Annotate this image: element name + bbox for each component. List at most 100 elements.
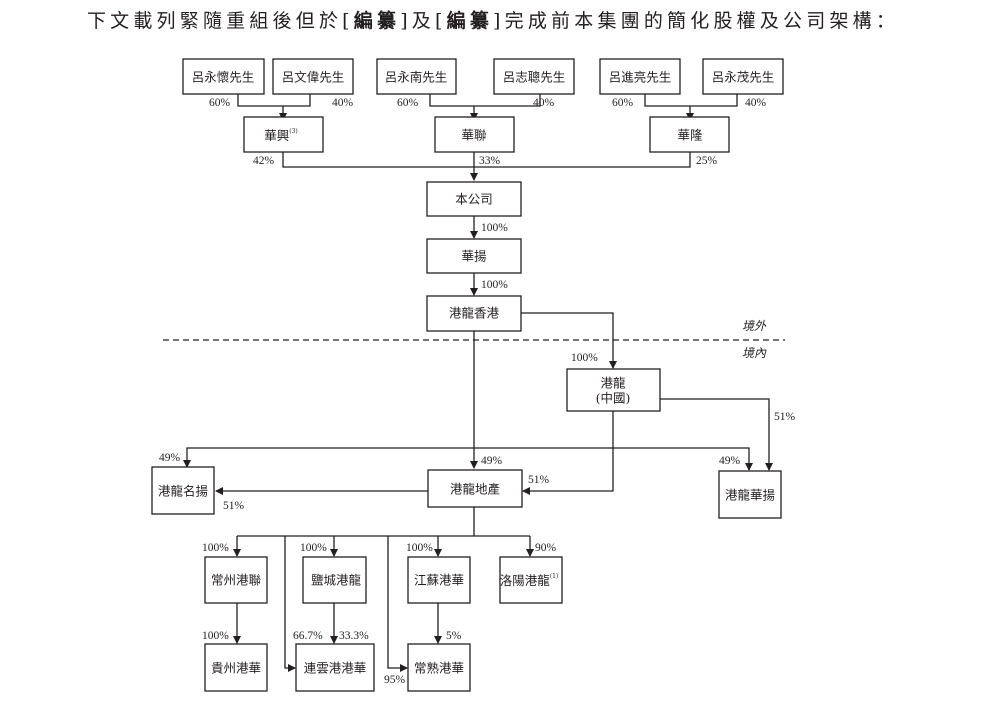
line-holdings-to-company [282, 152, 691, 180]
entity-label-line1: 港龍 [600, 376, 626, 391]
entity-label: 呂進亮先生 [609, 70, 672, 85]
zone-onshore-label: 境內 [742, 346, 767, 360]
heading-middle: ]及[ [400, 10, 447, 32]
entity-label: 呂永茂先生 [712, 70, 775, 85]
pct-dichan-changshu: 95% [384, 674, 406, 686]
entity-label: 呂志聰先生 [503, 70, 566, 85]
pct-hk-huayangjv: 49% [719, 455, 741, 467]
pct-company-huayang: 100% [481, 222, 508, 234]
line-yonghuai-wenwei-to-huaxing [237, 94, 311, 120]
pct-yongnan-hualian: 60% [397, 97, 419, 109]
entity-label: 本公司 [455, 192, 493, 207]
entity-label: 港龍地產 [450, 482, 500, 497]
pct-changzhou-guizhou: 100% [202, 630, 229, 642]
entity-company: 本公司 [426, 181, 522, 217]
entity-lv-yongnan: 呂永南先生 [376, 58, 457, 95]
entity-label: 洛陽港龍(1) [500, 573, 559, 588]
pct-dichan-mingyang: 51% [223, 500, 245, 512]
entity-label: 港龍名揚 [158, 484, 209, 499]
entity-ganglong-huayang: 港龍華揚 [718, 470, 782, 519]
pct-dichan-lianyungang: 66.7% [293, 630, 323, 642]
heading-redacted-1: 編纂 [353, 10, 401, 32]
heading-redacted-2: 編纂 [446, 10, 494, 32]
pct-huayang-hk: 100% [481, 279, 508, 291]
entity-label: 連雲港港華 [304, 661, 367, 676]
pct-yancheng-lianyungang: 33.3% [339, 630, 369, 642]
entity-label: 常熟港華 [414, 661, 464, 676]
entity-huaxing: 華興(3) [243, 116, 324, 153]
entity-label: 港龍香港 [449, 306, 500, 321]
entity-guizhou: 貴州港華 [204, 643, 268, 692]
entity-label-line2: (中國) [596, 391, 631, 406]
entity-label: 呂永懷先生 [192, 70, 255, 85]
entity-hualian: 華聯 [434, 116, 515, 153]
entity-label: 呂永南先生 [385, 70, 448, 85]
entity-label: 華聯 [461, 128, 487, 143]
entity-label: 常州港聯 [211, 573, 262, 588]
entity-name: 洛陽港龍 [500, 573, 551, 588]
entity-hualong: 華隆 [649, 116, 730, 153]
pct-jiangsu-changshu: 5% [446, 630, 462, 642]
entity-lv-zhicong: 呂志聰先生 [493, 58, 575, 95]
entity-lv-yonghuai: 呂永懷先生 [182, 58, 265, 95]
pct-cn-dichan: 51% [528, 474, 550, 486]
entity-ganglong-cn: 港龍 (中國) [566, 368, 661, 412]
line-hk-to-mingyang [183, 447, 474, 468]
pct-dichan-yancheng: 100% [300, 542, 327, 554]
entity-label: 貴州港華 [211, 661, 261, 676]
heading-prefix: 下文載列緊隨重組後但於[ [86, 10, 354, 32]
line-yongnan-zhicong-to-hualian [429, 94, 541, 120]
connectors [183, 94, 773, 672]
pct-yonghuai-huaxing: 60% [209, 97, 231, 109]
pct-wenwei-huaxing: 40% [332, 97, 354, 109]
entity-luoyang: 洛陽港龍(1) [499, 556, 563, 604]
pct-hk-dichan: 49% [481, 455, 503, 467]
line-dichan-to-lianyungang [284, 536, 296, 672]
entity-label: 華興(3) [264, 128, 298, 143]
footnote-marker: (3) [289, 128, 298, 135]
heading-suffix: ]完成前本集團的簡化股權及公司架構： [493, 10, 900, 32]
pct-dichan-luoyang: 90% [535, 542, 557, 554]
pct-cn-huayangjv: 51% [774, 411, 796, 423]
line-hk-to-huayangjv [474, 447, 753, 471]
page-heading: 下文載列緊隨重組後但於[編纂]及[編纂]完成前本集團的簡化股權及公司架構： [0, 6, 986, 33]
entity-jiangsu: 江蘇港華 [407, 556, 471, 604]
pct-hualong-company: 25% [696, 155, 718, 167]
entity-lv-jinliang: 呂進亮先生 [599, 58, 681, 95]
entity-ganglong-hk: 港龍香港 [426, 295, 522, 332]
pct-hualian-company: 33% [479, 155, 501, 167]
entity-label: 江蘇港華 [414, 573, 464, 588]
line-jinliang-yongmao-to-hualong [644, 94, 738, 120]
percentage-labels: 60% 40% 60% 40% 60% 40% 42% 33% 25% 100%… [159, 97, 796, 686]
entity-lv-yongmao: 呂永茂先生 [702, 58, 784, 95]
entity-yancheng: 鹽城港龍 [302, 556, 367, 604]
entity-ganglong-dichan: 港龍地產 [427, 469, 523, 508]
entity-label: 港龍華揚 [725, 488, 776, 503]
pct-zhicong-hualian: 40% [533, 97, 555, 109]
line-dichan-to-changshu [387, 536, 408, 672]
line-cn-to-dichan [522, 411, 614, 495]
entity-lianyungang: 連雲港港華 [295, 643, 375, 692]
entity-label: 呂文偉先生 [282, 70, 345, 85]
entity-lv-wenwei: 呂文偉先生 [272, 58, 354, 95]
line-hk-to-cn [521, 312, 617, 369]
zone-offshore-label: 境外 [742, 319, 767, 333]
pct-hk-mingyang: 49% [159, 452, 181, 464]
entity-huayang: 華揚 [426, 238, 522, 274]
pct-dichan-jiangsu: 100% [406, 542, 433, 554]
footnote-marker: (1) [550, 573, 559, 580]
pct-dichan-changzhou: 100% [202, 542, 229, 554]
entity-ganglong-mingyang: 港龍名揚 [151, 466, 215, 515]
line-cn-to-huayangjv [660, 398, 773, 471]
entity-label: 鹽城港龍 [311, 573, 362, 588]
pct-hk-cn: 100% [571, 352, 598, 364]
entity-changzhou: 常州港聯 [204, 556, 268, 604]
pct-huaxing-company: 42% [253, 155, 275, 167]
entity-name: 華興 [264, 128, 289, 143]
pct-yongmao-hualong: 40% [745, 97, 767, 109]
pct-jinliang-hualong: 60% [612, 97, 634, 109]
entity-label: 華隆 [677, 128, 703, 143]
entity-label: 華揚 [461, 249, 487, 264]
entity-changshu: 常熟港華 [407, 643, 471, 692]
